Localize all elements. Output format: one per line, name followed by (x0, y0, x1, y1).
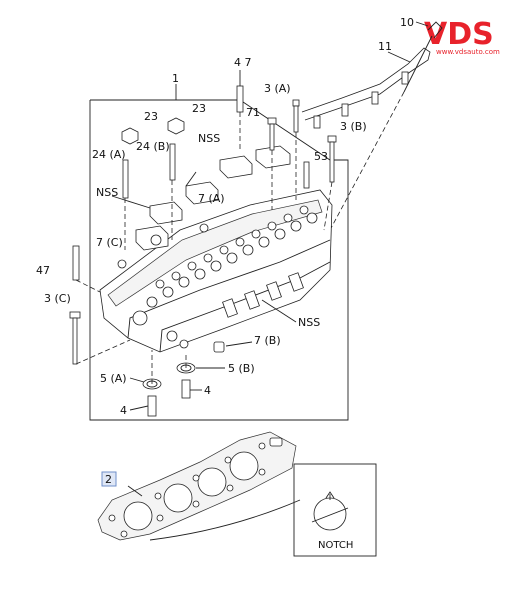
notch-detail-inset (149, 463, 377, 557)
callout-nss-left[interactable]: NSS (96, 186, 118, 199)
callout-47[interactable]: 47 (36, 264, 50, 277)
callout-1[interactable]: 1 (172, 72, 179, 85)
callout-5b[interactable]: 5 (B) (228, 362, 255, 375)
logo-brand: VDS (424, 17, 494, 52)
callout-nss-right[interactable]: NSS (298, 316, 320, 329)
callout-nss-top[interactable]: NSS (198, 132, 220, 145)
head-gasket-part-2 (97, 431, 297, 541)
callout-labels: 1 2 4 7 3 (A) 71 3 (B) 53 10 11 23 23 24… (36, 16, 414, 551)
alignment-lines (75, 112, 333, 384)
notch-label: NOTCH (318, 540, 353, 551)
callout-4-7[interactable]: 4 7 (234, 56, 252, 69)
harness-part-11 (301, 21, 443, 231)
callout-4-right[interactable]: 4 (204, 384, 211, 397)
callout-5a[interactable]: 5 (A) (100, 372, 127, 385)
callout-10[interactable]: 10 (400, 16, 414, 29)
part-2-highlight-box[interactable] (101, 471, 117, 487)
callout-3a[interactable]: 3 (A) (264, 82, 291, 95)
bolts-and-studs (69, 70, 337, 417)
callout-24b[interactable]: 24 (B) (136, 140, 170, 153)
callout-2[interactable]: 2 (105, 473, 112, 486)
logo-url: www.vdsauto.com (436, 48, 500, 56)
callout-23-right[interactable]: 23 (192, 102, 206, 115)
callout-11[interactable]: 11 (378, 40, 392, 53)
callout-4-left[interactable]: 4 (120, 404, 127, 417)
callout-23-left[interactable]: 23 (144, 110, 158, 123)
callout-3b[interactable]: 3 (B) (340, 120, 367, 133)
camshaft-caps (135, 145, 291, 251)
leader-lines (111, 21, 429, 411)
callout-3c[interactable]: 3 (C) (44, 292, 71, 305)
callout-7c[interactable]: 7 (C) (96, 236, 123, 249)
callout-24a[interactable]: 24 (A) (92, 148, 126, 161)
callout-7b[interactable]: 7 (B) (254, 334, 281, 347)
callout-53[interactable]: 53 (314, 150, 328, 163)
callout-7a[interactable]: 7 (A) (198, 192, 225, 205)
callout-71[interactable]: 71 (246, 106, 260, 119)
